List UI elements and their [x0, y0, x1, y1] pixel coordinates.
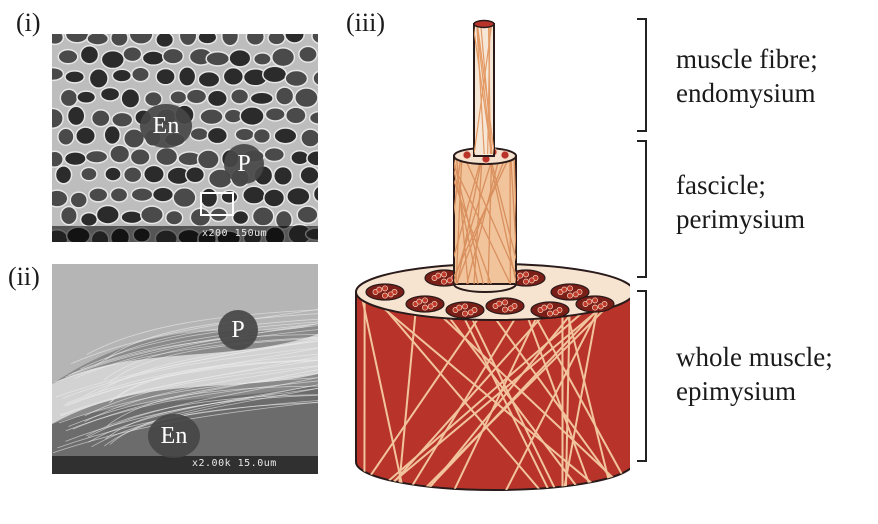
- scale-bar-text-i: x200 150um: [202, 228, 268, 239]
- scale-bar-text-ii: x2.00k 15.0um: [192, 458, 277, 469]
- whole-muscle-label: whole muscle;: [676, 342, 833, 372]
- fascicle-cylinder: [453, 147, 517, 293]
- sem-image-i-texture: [52, 34, 318, 242]
- perimysium-label: perimysium: [676, 204, 805, 234]
- panel-label-ii: (ii): [8, 262, 40, 291]
- fascicle-label: fascicle;: [676, 170, 766, 200]
- level-label-whole-muscle: whole muscle; epimysium: [676, 340, 833, 408]
- bracket-fascicle: [637, 140, 647, 278]
- level-label-fascicle: fascicle; perimysium: [676, 168, 805, 236]
- endomysium-callout-ii: En: [148, 414, 200, 458]
- whole-muscle-cylinder: [355, 263, 630, 491]
- endomysium-label: endomysium: [676, 78, 816, 108]
- perimysium-callout-i: P: [224, 144, 264, 184]
- bracket-muscle-fibre: [637, 18, 647, 132]
- epimysium-label: epimysium: [676, 376, 796, 406]
- perimysium-callout-ii: P: [218, 310, 258, 350]
- panel-label-i: (i): [16, 8, 41, 37]
- endomysium-callout-i: En: [140, 104, 192, 148]
- sem-image-ii: P En x2.00k 15.0um: [52, 264, 318, 474]
- panel-label-iii: (iii): [346, 8, 385, 37]
- level-label-muscle-fibre: muscle fibre; endomysium: [676, 42, 818, 110]
- bracket-whole-muscle: [637, 290, 647, 462]
- muscle-fibre-cylinder: [473, 19, 495, 157]
- sem-image-i: En P x200 150um: [52, 34, 318, 242]
- muscle-hierarchy-diagram: [355, 19, 630, 491]
- zoom-region-box: [200, 192, 234, 216]
- muscle-fibre-label: muscle fibre;: [676, 44, 818, 74]
